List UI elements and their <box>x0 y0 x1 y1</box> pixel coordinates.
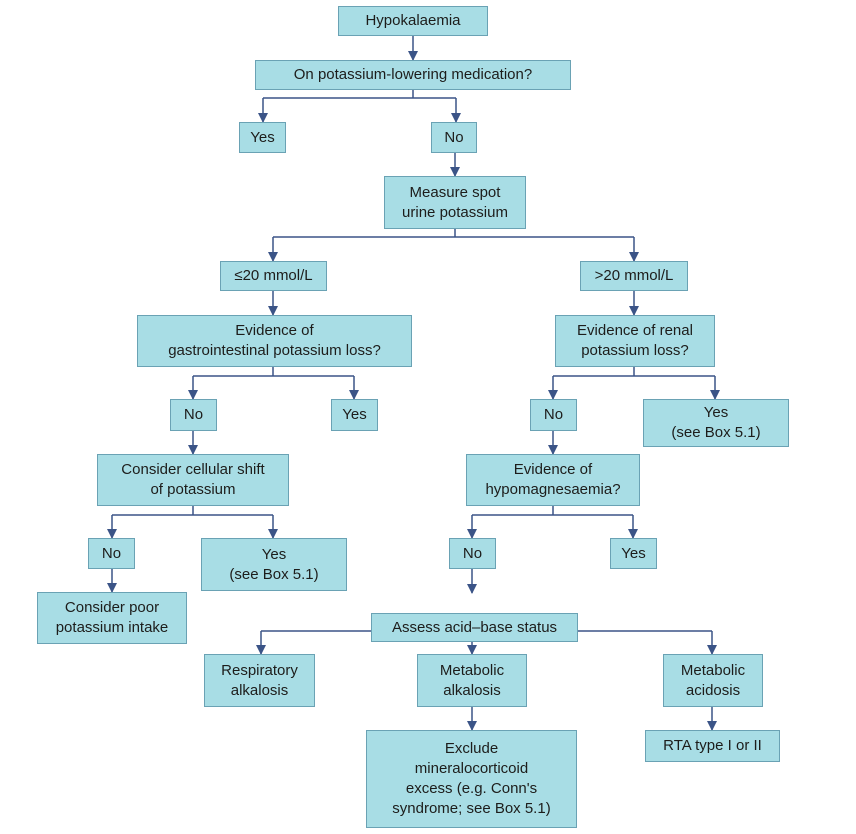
hypokalaemia-label: Hypokalaemia <box>365 12 461 29</box>
medication-no-label: No <box>444 128 464 146</box>
respiratory-alkalosis-label-line-2: alkalosis <box>230 681 289 699</box>
branch-medication <box>263 90 456 99</box>
gi-yes-label: Yes <box>342 406 367 423</box>
cellular-shift-label-line-2: of potassium <box>150 481 236 498</box>
medication-yes-label: Yes <box>250 128 275 146</box>
hypokalaemia-box: Hypokalaemia <box>338 6 488 36</box>
hypomagnesaemia-question-label-line-1: Evidence of <box>513 461 593 478</box>
metabolic-alkalosis-label-line-1: Metabolic <box>439 661 505 679</box>
metabolic-acidosis-label-line-1: Metabolic <box>680 661 746 679</box>
branch-renal <box>553 367 715 377</box>
exclude-mineralocorticoid-box: Exclude mineralocorticoid excess (e.g. Con… <box>366 730 577 828</box>
poor-intake-box: Consider poor potassium intake <box>37 592 187 644</box>
medication-yes-box: Yes <box>239 122 286 153</box>
branch-gi <box>193 367 354 377</box>
acid-base-box: Assess acid–base status <box>371 613 578 642</box>
gi-loss-question-box: Evidence of gastrointestinal potassium lo… <box>137 315 412 367</box>
shift-no-label: No <box>101 544 122 562</box>
cellular-shift-label-line-1: Consider cellular shift <box>121 461 265 478</box>
mg-no-box: No <box>449 538 496 569</box>
poor-intake-label-line-1: Consider poor <box>64 599 160 616</box>
measure-urine-label-line-1: Measure spot <box>409 183 501 201</box>
low-urine-box: ≤20 mmol/L <box>220 261 327 291</box>
branch-mg <box>472 506 633 516</box>
high-urine-label: >20 mmol/L <box>594 267 674 284</box>
renal-yes-label-line-2: (see Box 5.1) <box>671 424 761 441</box>
renal-loss-question-box: Evidence of renal potassium loss? <box>555 315 715 367</box>
branch-shift <box>112 506 273 516</box>
gi-no-label: No <box>183 406 204 423</box>
gi-loss-question-label-line-1: Evidence of <box>235 322 314 339</box>
metabolic-alkalosis-box: Metabolic alkalosis <box>417 654 527 707</box>
metabolic-acidosis-box: Metabolic acidosis <box>663 654 763 707</box>
metabolic-alkalosis-label-line-2: alkalosis <box>443 681 501 699</box>
hypomagnesaemia-question-box: Evidence of hypomagnesaemia? <box>466 454 640 506</box>
gi-no-box: No <box>170 399 217 431</box>
branch-urine <box>273 229 634 238</box>
shift-yes-label-line-2: (see Box 5.1) <box>229 565 319 583</box>
renal-loss-question-label-line-1: Evidence of renal <box>577 322 693 339</box>
respiratory-alkalosis-label-line-1: Respiratory <box>221 661 298 679</box>
renal-no-label: No <box>543 406 564 423</box>
mg-yes-label: Yes <box>621 544 646 562</box>
rta-box: RTA type I or II <box>645 730 780 762</box>
renal-loss-question-label-line-2: potassium loss? <box>581 342 689 359</box>
renal-yes-box: Yes (see Box 5.1) <box>643 399 789 447</box>
poor-intake-label-line-2: potassium intake <box>55 619 169 636</box>
exclude-mineralocorticoid-label-line-1: Exclude <box>444 740 499 757</box>
medication-question-label: On potassium-lowering medication? <box>293 66 533 83</box>
medication-no-box: No <box>431 122 477 153</box>
metabolic-acidosis-label-line-2: acidosis <box>685 681 741 699</box>
hypomagnesaemia-question-label-line-2: hypomagnesaemia? <box>485 481 621 498</box>
shift-yes-label-line-1: Yes <box>261 545 287 563</box>
exclude-mineralocorticoid-label-line-2: mineralocorticoid <box>414 760 529 777</box>
mg-yes-box: Yes <box>610 538 657 569</box>
medication-question-box: On potassium-lowering medication? <box>255 60 571 90</box>
exclude-mineralocorticoid-label-line-3: excess (e.g. Conn's <box>405 780 538 797</box>
shift-no-box: No <box>88 538 135 569</box>
rta-label: RTA type I or II <box>663 737 762 754</box>
measure-urine-label-line-2: urine potassium <box>402 203 508 221</box>
renal-yes-label-line-1: Yes <box>703 404 729 421</box>
exclude-mineralocorticoid-label-line-4: syndrome; see Box 5.1) <box>392 800 551 817</box>
acid-base-label: Assess acid–base status <box>391 618 558 636</box>
renal-no-box: No <box>530 399 577 431</box>
shift-yes-box: Yes (see Box 5.1) <box>201 538 347 591</box>
gi-yes-box: Yes <box>331 399 378 431</box>
respiratory-alkalosis-box: Respiratory alkalosis <box>204 654 315 707</box>
cellular-shift-box: Consider cellular shift of potassium <box>97 454 289 506</box>
measure-urine-box: Measure spot urine potassium <box>384 176 526 229</box>
gi-loss-question-label-line-2: gastrointestinal potassium loss? <box>168 342 381 359</box>
low-urine-label: ≤20 mmol/L <box>234 267 313 284</box>
mg-no-label: No <box>462 544 483 562</box>
high-urine-box: >20 mmol/L <box>580 261 688 291</box>
